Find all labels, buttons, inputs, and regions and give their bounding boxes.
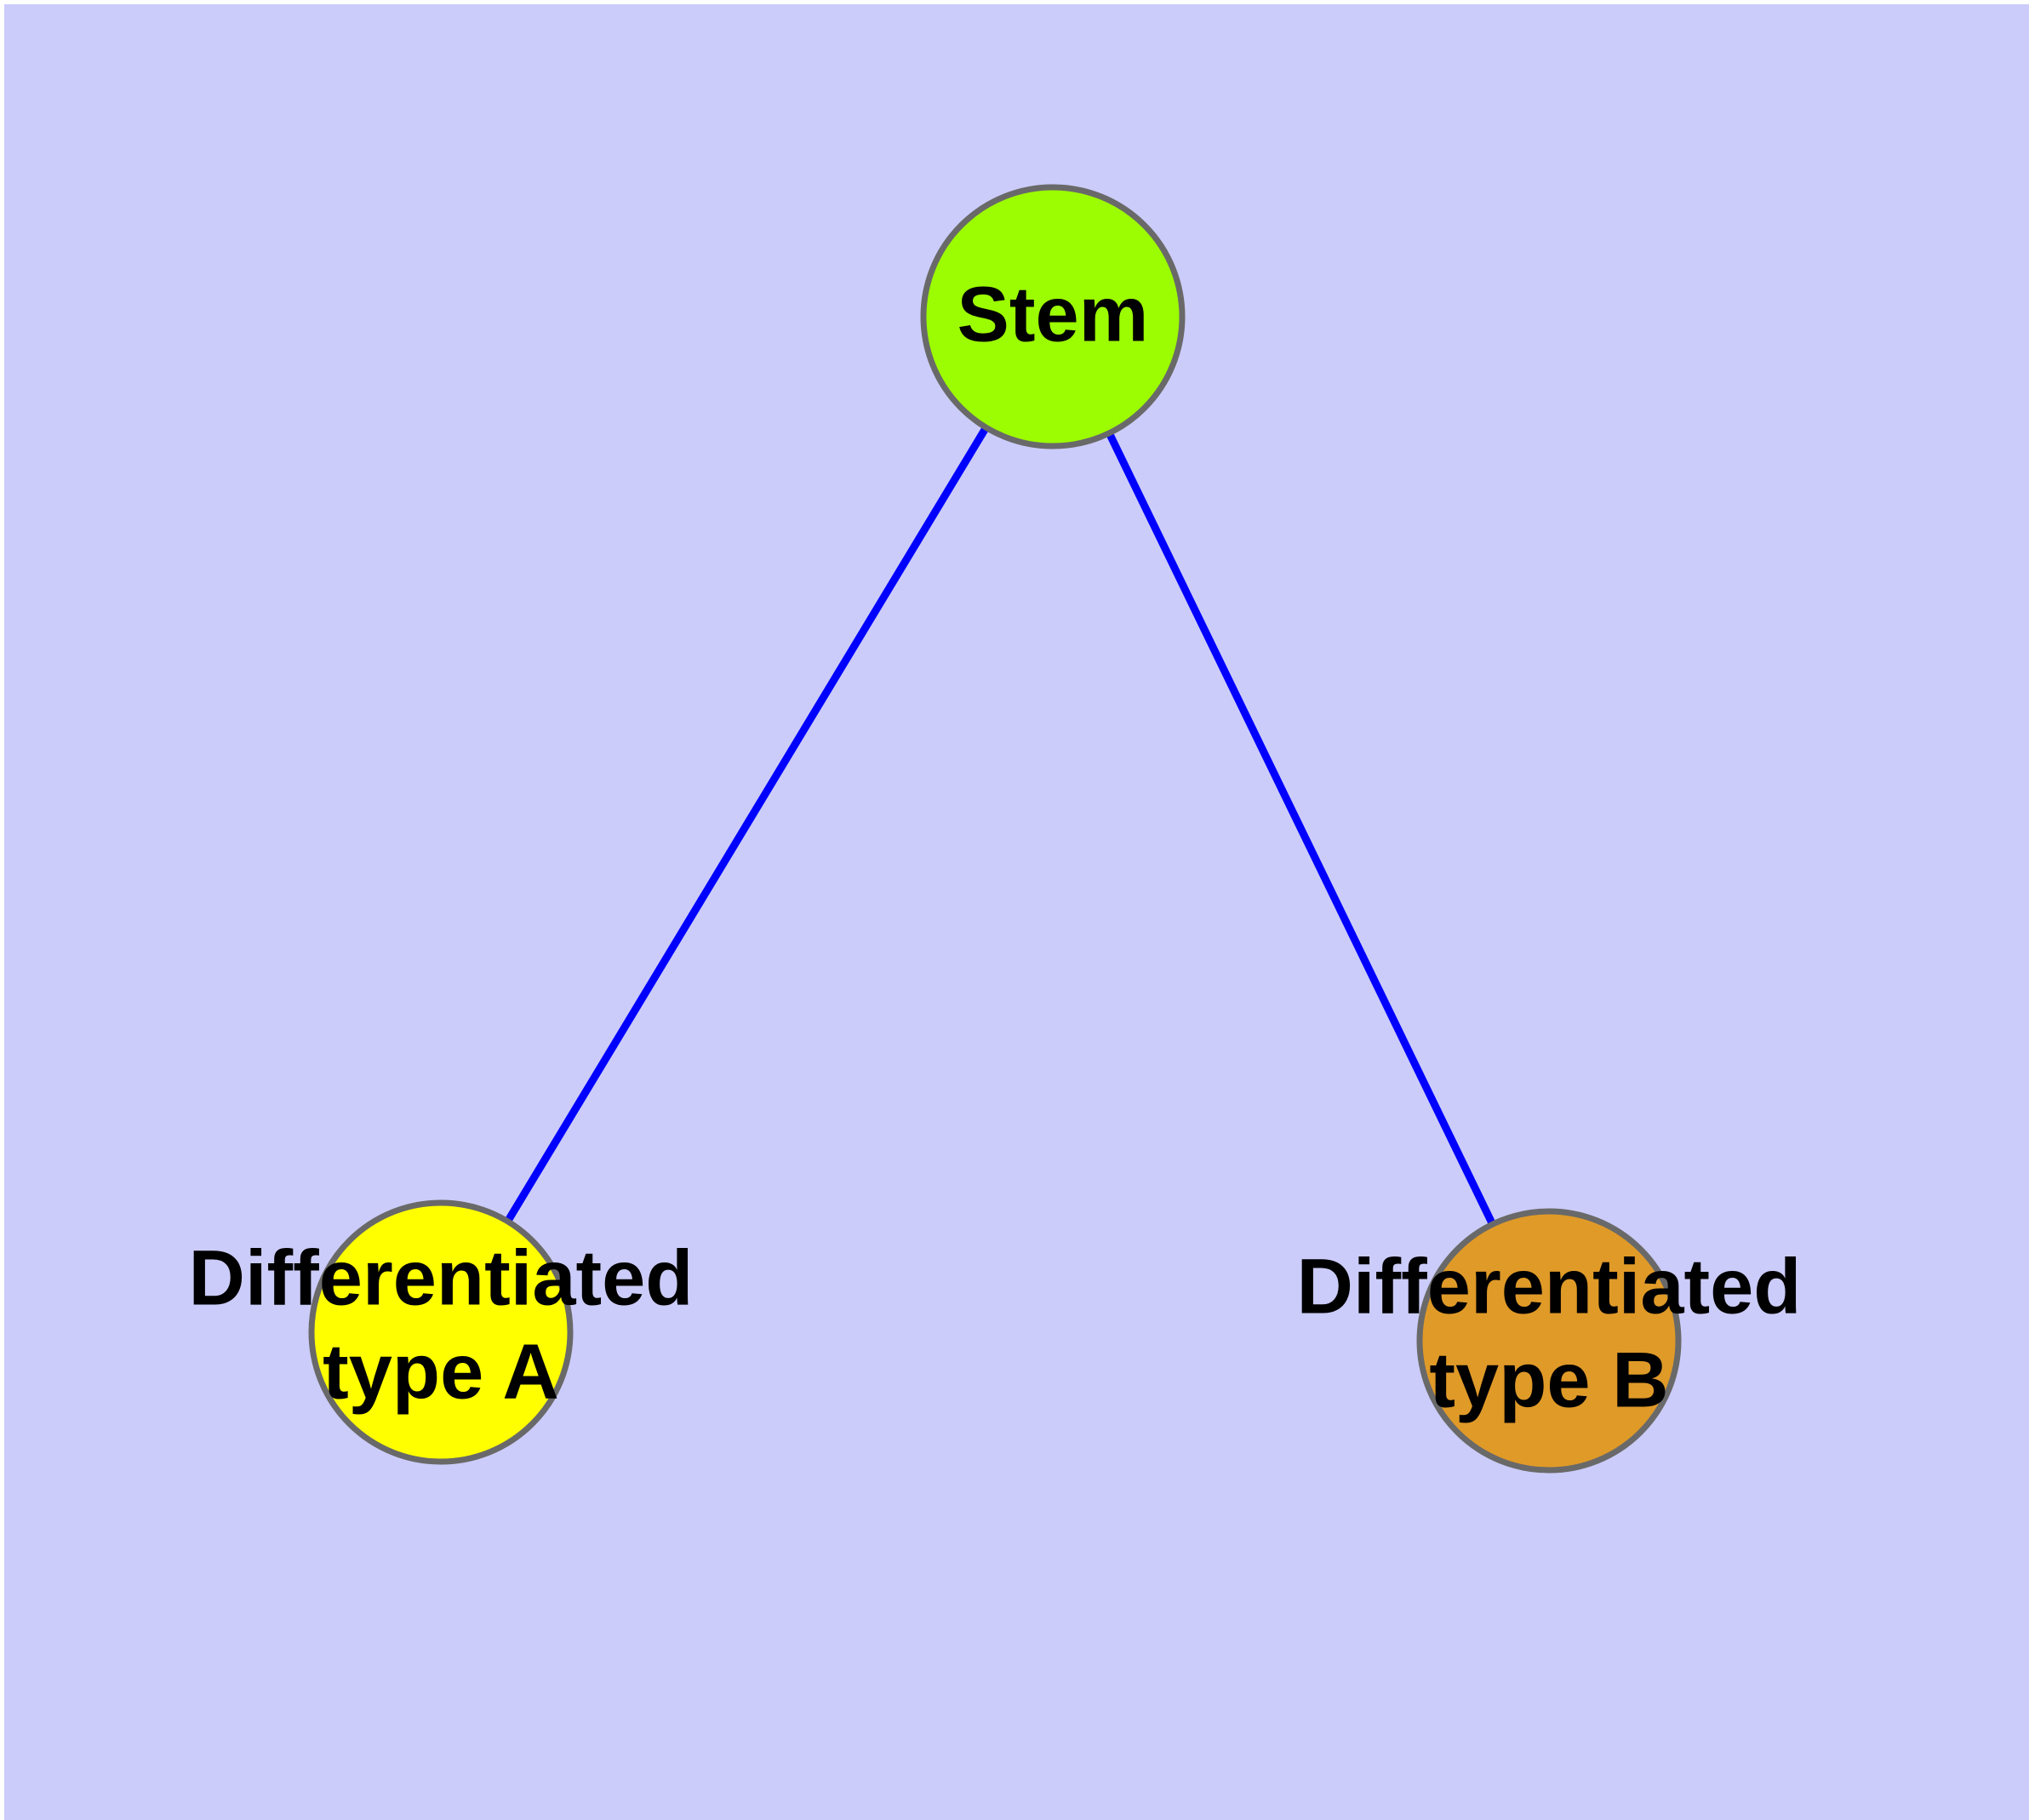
node-layer: Stem Differentiated type A Differentiate… [189, 184, 1802, 1474]
node-differentiated-type-b-label-line1: Differentiated [1297, 1243, 1802, 1330]
edge-stem-to-differentiated-type-b[interactable] [1049, 315, 1553, 1342]
node-differentiated-type-b[interactable]: Differentiated type B [1297, 1208, 1802, 1474]
graph-svg: Stem Differentiated type A Differentiate… [189, 184, 1802, 1474]
node-stem-circle[interactable] [920, 184, 1186, 449]
node-differentiated-type-b-label-line2: type B [1429, 1336, 1668, 1423]
graph-canvas: Stem Differentiated type A Differentiate… [4, 4, 2029, 1820]
edge-stem-to-differentiated-type-a[interactable] [437, 314, 1056, 1335]
edge-layer [437, 314, 1553, 1342]
node-differentiated-type-a-label-line1: Differentiated [189, 1234, 694, 1321]
node-stem[interactable]: Stem [920, 184, 1186, 449]
node-differentiated-type-b-circle[interactable] [1416, 1208, 1682, 1474]
node-differentiated-type-a-circle[interactable] [308, 1199, 574, 1465]
node-differentiated-type-a-label-line2: type A [323, 1328, 559, 1415]
node-differentiated-type-a[interactable]: Differentiated type A [189, 1199, 694, 1465]
node-stem-label: Stem [957, 271, 1149, 358]
